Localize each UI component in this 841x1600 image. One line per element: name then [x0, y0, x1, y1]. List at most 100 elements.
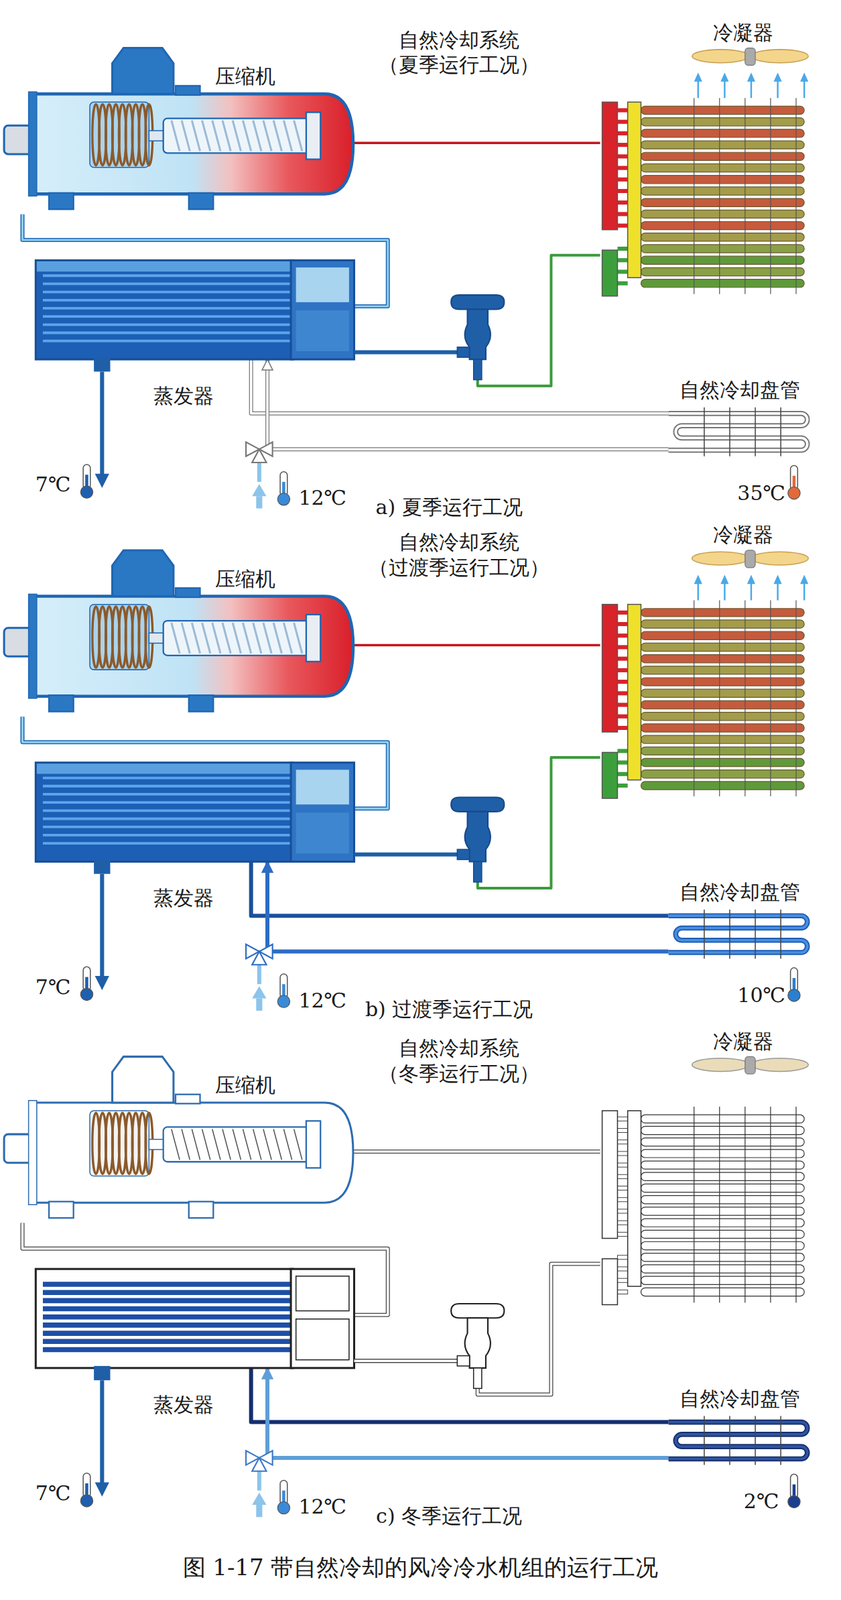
condenser-tube [640, 1229, 805, 1238]
evaporator-tube [42, 282, 291, 286]
panel-illustration [4, 48, 809, 509]
screw-rotor [163, 620, 313, 656]
screw-thread [181, 120, 190, 152]
flow-arrow [95, 473, 110, 488]
evaporator-tube [42, 331, 291, 335]
evaporator: 蒸发器 [35, 1268, 354, 1368]
screw-thread [283, 622, 292, 654]
pipe-line [251, 1367, 669, 1422]
head-chamber [296, 310, 350, 352]
airflow-arrowhead [694, 72, 703, 82]
condenser-tube [640, 781, 805, 790]
compressor-foot [188, 192, 214, 210]
pipe-line [351, 643, 600, 647]
pipe-line [351, 1149, 600, 1153]
condenser-fin [719, 97, 720, 294]
compressor-terminal [112, 1056, 174, 1103]
evaporator-tube [42, 776, 291, 780]
condenser-fin [795, 1106, 797, 1303]
flow-arrow [95, 975, 110, 990]
evaporator-tube [42, 833, 291, 837]
part-label: 冷凝器 [713, 1029, 774, 1054]
condenser-fin [769, 600, 771, 797]
screw-thread [242, 120, 251, 152]
coil-fin [780, 1415, 782, 1465]
flow-arrow [251, 483, 267, 496]
screw-thread [273, 622, 282, 654]
system-title: 自然冷却系统 （夏季运行工况） [364, 26, 554, 78]
evaporator-tube [42, 1298, 291, 1304]
airflow-arrow [697, 79, 699, 98]
temperature-label: 2℃ [743, 1489, 780, 1514]
condenser-fin [744, 600, 746, 797]
pipe-line [353, 1263, 600, 1395]
evaporator-shell [35, 762, 293, 862]
panel-caption: c) 冬季运行工况 [375, 1503, 523, 1528]
part-label: 压缩机 [215, 64, 276, 89]
coil-fin [729, 1415, 731, 1465]
evaporator-tube [42, 792, 291, 796]
fan-hub [745, 1056, 756, 1074]
screw-thread [232, 1129, 241, 1160]
condenser-header [602, 1258, 618, 1305]
screw-thread [191, 1129, 200, 1160]
condenser-tube [640, 700, 805, 709]
expansion-valve [457, 347, 470, 358]
coil-tube [668, 413, 808, 451]
fan-blade [751, 551, 809, 565]
temperature-label: 12℃ [298, 988, 347, 1013]
three-way-valve [251, 1457, 267, 1471]
condenser-tube [640, 221, 805, 230]
header-stub [617, 1220, 628, 1225]
flow-arrow-shaft [255, 998, 263, 1011]
header-stub [617, 1174, 628, 1179]
motor-body [89, 101, 149, 167]
screw-thread [212, 1129, 221, 1160]
motor-body [89, 604, 149, 670]
compressor-end [28, 91, 37, 196]
screw-thread [222, 120, 231, 152]
header-stub [617, 257, 628, 263]
expansion-valve [450, 797, 504, 812]
evaporator-tube [42, 290, 291, 294]
coil-tube [668, 1421, 808, 1459]
rotor-end [306, 112, 321, 160]
pipe-connector [351, 644, 600, 646]
screw-thread [294, 1129, 303, 1160]
evaporator-tube [42, 817, 291, 821]
header-stub [617, 702, 628, 707]
pipe-connector [262, 1367, 669, 1458]
compressor-shell [30, 595, 354, 696]
pipe-line [251, 359, 669, 414]
condenser-tube [640, 1264, 805, 1273]
header-stub [617, 281, 628, 286]
screw-thread [273, 120, 282, 152]
pipe-connector [262, 359, 669, 449]
head-chamber [296, 267, 350, 303]
screw-rotor [163, 118, 313, 154]
coil-tube [668, 915, 808, 953]
condenser-tube [640, 1195, 805, 1204]
evaporator-tube [42, 784, 291, 788]
thermometer-bulb [277, 493, 290, 506]
screw-thread [263, 622, 272, 654]
compressor-foot [188, 1201, 214, 1218]
pipe-line [267, 359, 669, 449]
header-stub [617, 142, 628, 147]
evaporator-tube [42, 1289, 291, 1295]
pipe-connector [251, 1367, 669, 1422]
airflow-arrowhead [800, 574, 809, 584]
pipe-connector [351, 142, 600, 144]
evaporator-tube [42, 1281, 291, 1287]
condenser: 冷凝器 [600, 548, 809, 801]
pipe-connector [353, 255, 600, 386]
condenser-tube [640, 186, 805, 196]
temperature-label: 35℃ [737, 481, 786, 506]
header-stub [617, 621, 628, 626]
condenser-header [602, 249, 618, 297]
condenser-header [627, 101, 642, 278]
evaporator-tube [42, 1330, 291, 1336]
